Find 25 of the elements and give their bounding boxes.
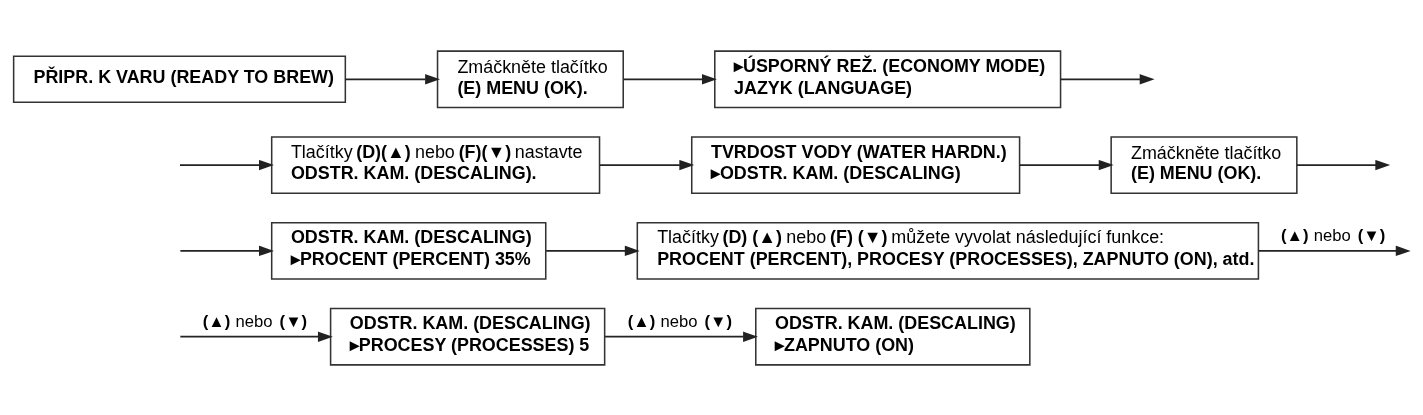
arrow	[344, 73, 440, 84]
node-box: Tlačítky (D) (▲) nebo (F) (▼) můžete vyvolat následující funkce: PROCENT (PERCENT), PROCESY (PROCESSES), ZAPNUTO (ON), atd.	[636, 221, 1260, 280]
node-box: ODSTR. KAM. (DESCALING) ▸PROCENT (PERCENT) 35%	[270, 221, 547, 280]
arrow	[1059, 73, 1155, 84]
arrow	[1296, 159, 1391, 170]
arrow	[179, 159, 274, 170]
arrow	[179, 245, 274, 256]
node-box: TVRDOST VODY (WATER HARDN.) ▸ODSTR. KAM. (DESCALING)	[690, 135, 1021, 194]
node-box: PŘIPR. K VARU (READY TO BREW)	[12, 55, 347, 103]
node-box: Zmáčkněte tlačítko (E) MENU (OK).	[436, 49, 624, 108]
node-box: Tlačítky (D)(▲) nebo (F)(▼) nastavte ODSTR. KAM. (DESCALING).	[270, 135, 601, 194]
edge-label: (▲) nebo (▼)	[202, 311, 308, 331]
node-box: ODSTR. KAM. (DESCALING) ▸ZAPNUTO (ON)	[755, 307, 1031, 366]
arrow	[1018, 159, 1114, 170]
arrow	[545, 245, 640, 256]
node-box: ODSTR. KAM. (DESCALING) ▸PROCESY (PROCESSES) 5	[329, 307, 606, 366]
arrow	[604, 331, 758, 342]
edge-label: (▲) nebo (▼)	[627, 311, 733, 331]
arrow	[1257, 245, 1411, 256]
edge-label: (▲) nebo (▼)	[1280, 225, 1386, 245]
arrow	[622, 73, 717, 84]
node-box: Zmáčkněte tlačítko (E) MENU (OK).	[1110, 135, 1298, 194]
arrow	[598, 159, 695, 170]
node-box: ▸ÚSPORNÝ REŽ. (ECONOMY MODE) JAZYK (LANGUAGE)	[714, 49, 1062, 108]
arrow	[179, 331, 333, 342]
